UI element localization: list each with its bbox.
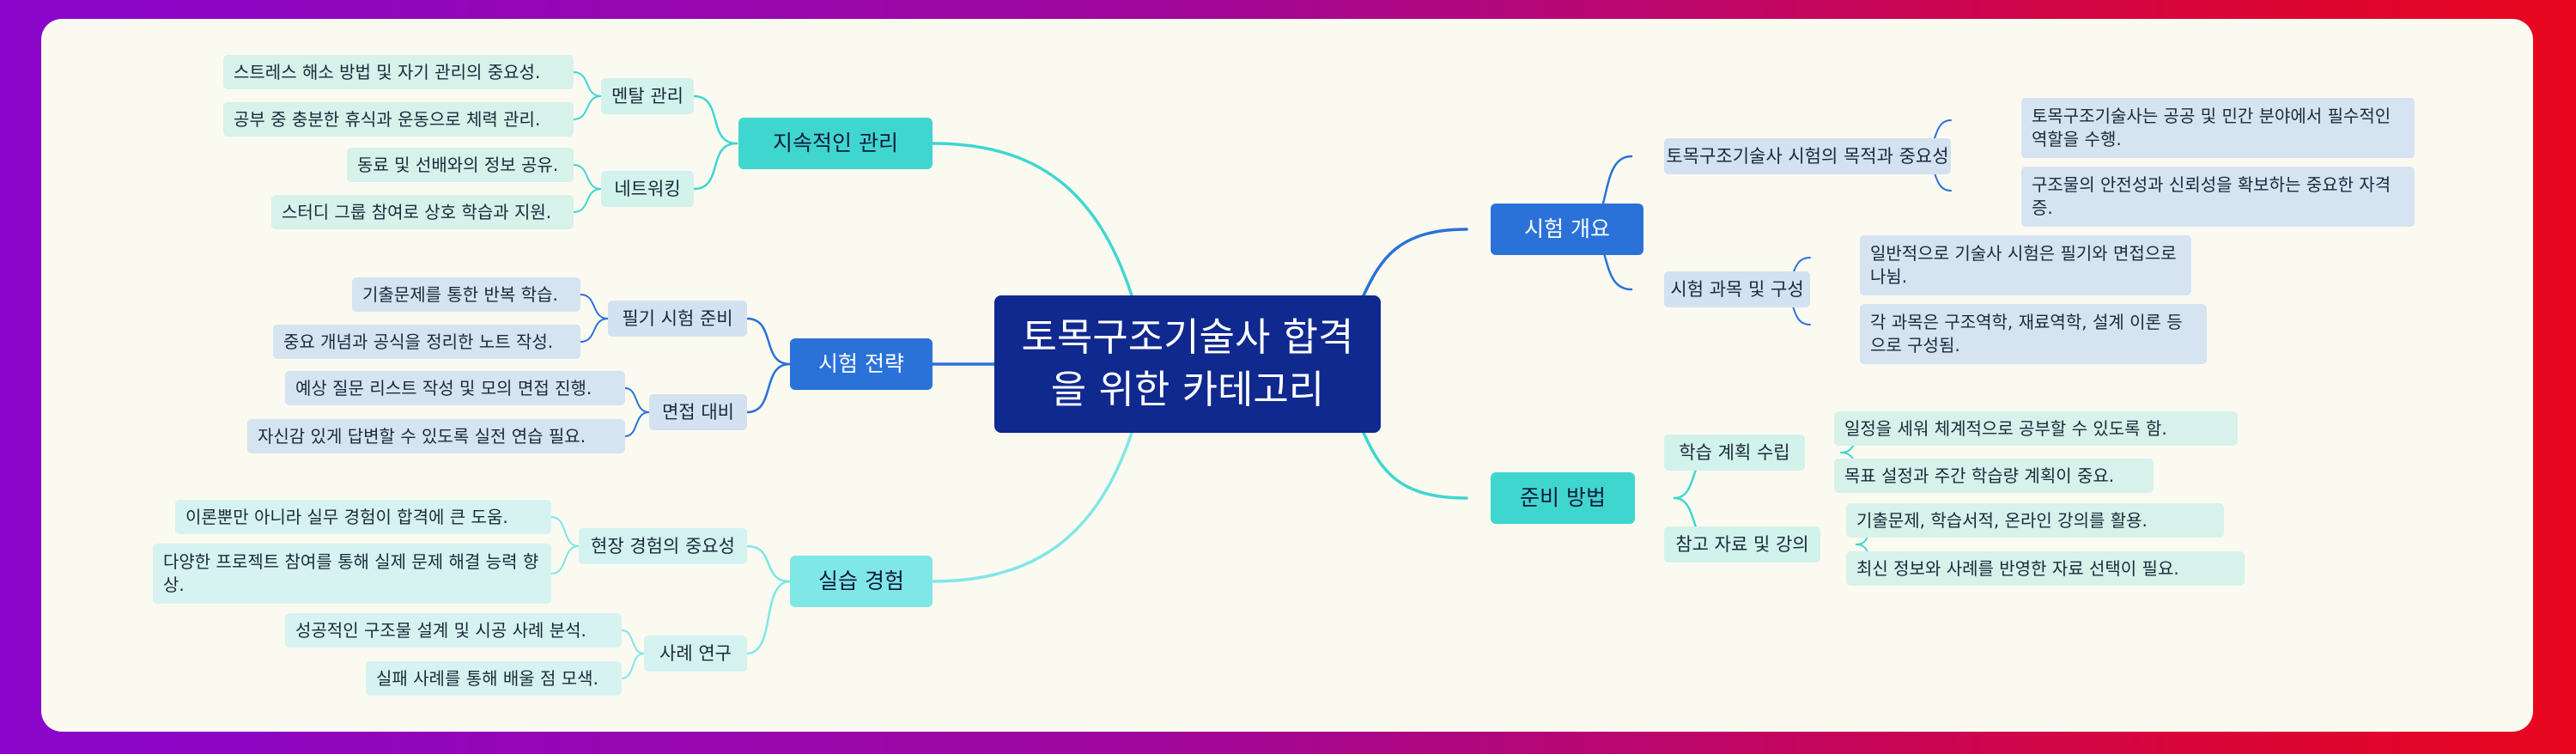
leaf-text: 최신 정보와 사례를 반영한 자료 선택이 필요. — [1856, 557, 2179, 579]
leaf-text: 공부 중 충분한 휴식과 운동으로 체력 관리. — [234, 108, 541, 130]
leaf-prep-3[interactable]: 기출문제, 학습서적, 온라인 강의를 활용. — [1846, 503, 2224, 538]
leaf-prep-2[interactable]: 목표 설정과 주간 학습량 계획이 중요. — [1834, 459, 2154, 493]
leaf-overview-1[interactable]: 토목구조기술사는 공공 및 민간 분야에서 필수적인 역할을 수행. — [2021, 98, 2415, 158]
leaf-text: 이론뿐만 아니라 실무 경험이 합격에 큰 도움. — [185, 506, 508, 527]
leaf-strategy-4[interactable]: 자신감 있게 답변할 수 있도록 실전 연습 필요. — [247, 419, 625, 453]
leaf-text: 동료 및 선배와의 정보 공유. — [357, 154, 559, 175]
leaf-practice-2[interactable]: 다양한 프로젝트 참여를 통해 실제 문제 해결 능력 향상. — [153, 544, 551, 604]
leaf-strategy-1[interactable]: 기출문제를 통한 반복 학습. — [352, 277, 580, 312]
topic-written-prep[interactable]: 필기 시험 준비 — [608, 301, 747, 337]
edge-root-manage — [931, 142, 1133, 297]
mindmap-canvas: 토목구조기술사 합격을 위한 카테고리 시험 개요 토목구조기술사 시험의 목적… — [41, 19, 2533, 732]
topic-label: 시험 과목 및 구성 — [1670, 278, 1804, 300]
branch-label: 준비 방법 — [1520, 485, 1606, 511]
leaf-text: 각 과목은 구조역학, 재료역학, 설계 이론 등으로 구성됨. — [1870, 312, 2183, 356]
leaf-text: 다양한 프로젝트 참여를 통해 실제 문제 해결 능력 향상. — [163, 551, 539, 595]
leaf-overview-2[interactable]: 구조물의 안전성과 신뢰성을 확보하는 중요한 자격증. — [2021, 167, 2415, 227]
leaf-strategy-3[interactable]: 예상 질문 리스트 작성 및 모의 면접 진행. — [285, 371, 625, 405]
leaf-text: 토목구조기술사는 공공 및 민간 분야에서 필수적인 역할을 수행. — [2032, 106, 2391, 149]
topic-label: 네트워킹 — [614, 178, 681, 199]
leaf-overview-4[interactable]: 각 과목은 구조역학, 재료역학, 설계 이론 등으로 구성됨. — [1860, 304, 2207, 364]
edge-root-practice — [931, 431, 1133, 583]
edge-root-overview — [1362, 228, 1468, 297]
topic-label: 면접 대비 — [662, 401, 734, 423]
topic-exam-purpose[interactable]: 토목구조기술사 시험의 목적과 중요성 — [1664, 138, 1951, 174]
leaf-practice-3[interactable]: 성공적인 구조물 설계 및 시공 사례 분석. — [285, 613, 622, 648]
topic-exam-subjects[interactable]: 시험 과목 및 구성 — [1664, 271, 1810, 307]
leaf-text: 스트레스 해소 방법 및 자기 관리의 중요성. — [234, 61, 541, 82]
branch-exam-strategy[interactable]: 시험 전략 — [790, 338, 933, 390]
branch-continuous-care[interactable]: 지속적인 관리 — [738, 118, 933, 169]
leaf-text: 일반적으로 기술사 시험은 필기와 면접으로 나뉨. — [1870, 243, 2177, 287]
topic-field-experience[interactable]: 현장 경험의 중요성 — [579, 528, 747, 564]
leaf-text: 기출문제를 통한 반복 학습. — [362, 283, 558, 305]
leaf-text: 실패 사례를 통해 배울 점 모색. — [376, 667, 598, 689]
topic-label: 현장 경험의 중요성 — [591, 535, 735, 556]
leaf-text: 스터디 그룹 참여로 상호 학습과 지원. — [282, 201, 552, 222]
leaf-text: 예상 질문 리스트 작성 및 모의 면접 진행. — [295, 377, 592, 398]
leaf-text: 기출문제, 학습서적, 온라인 강의를 활용. — [1856, 509, 2148, 531]
branch-label: 시험 개요 — [1524, 216, 1610, 242]
branch-label: 지속적인 관리 — [773, 131, 898, 156]
leaf-prep-4[interactable]: 최신 정보와 사례를 반영한 자료 선택이 필요. — [1846, 551, 2245, 586]
leaf-text: 중요 개념과 공식을 정리한 노트 작성. — [283, 331, 554, 352]
branch-label: 실습 경험 — [818, 569, 904, 594]
leaf-practice-1[interactable]: 이론뿐만 아니라 실무 경험이 합격에 큰 도움. — [175, 500, 551, 534]
topic-case-study[interactable]: 사례 연구 — [644, 635, 747, 672]
topic-mental-care[interactable]: 멘탈 관리 — [601, 78, 694, 114]
topic-label: 토목구조기술사 시험의 목적과 중요성 — [1666, 145, 1949, 167]
topic-label: 사례 연구 — [659, 642, 732, 664]
leaf-prep-1[interactable]: 일정을 세워 체계적으로 공부할 수 있도록 함. — [1834, 411, 2238, 446]
branch-prep-method[interactable]: 준비 방법 — [1491, 472, 1635, 524]
root-label: 토목구조기술사 합격을 위한 카테고리 — [1021, 314, 1354, 412]
leaf-overview-3[interactable]: 일반적으로 기술사 시험은 필기와 면접으로 나뉨. — [1860, 235, 2191, 295]
topic-study-plan[interactable]: 학습 계획 수립 — [1664, 435, 1805, 471]
leaf-manage-1[interactable]: 스트레스 해소 방법 및 자기 관리의 중요성. — [223, 55, 574, 89]
topic-label: 멘탈 관리 — [611, 85, 683, 106]
topic-references[interactable]: 참고 자료 및 강의 — [1664, 526, 1820, 562]
leaf-manage-2[interactable]: 공부 중 충분한 휴식과 운동으로 체력 관리. — [223, 102, 574, 137]
leaf-manage-4[interactable]: 스터디 그룹 참여로 상호 학습과 지원. — [271, 195, 574, 229]
leaf-text: 성공적인 구조물 설계 및 시공 사례 분석. — [295, 619, 586, 641]
branch-exam-overview[interactable]: 시험 개요 — [1491, 204, 1643, 255]
root-node[interactable]: 토목구조기술사 합격을 위한 카테고리 — [994, 295, 1381, 433]
leaf-text: 구조물의 안전성과 신뢰성을 확보하는 중요한 자격증. — [2032, 174, 2391, 218]
leaf-strategy-2[interactable]: 중요 개념과 공식을 정리한 노트 작성. — [273, 325, 580, 359]
topic-interview-prep[interactable]: 면접 대비 — [649, 394, 747, 430]
leaf-text: 자신감 있게 답변할 수 있도록 실전 연습 필요. — [258, 425, 586, 447]
topic-label: 참고 자료 및 강의 — [1675, 533, 1809, 555]
leaf-text: 일정을 세워 체계적으로 공부할 수 있도록 함. — [1844, 417, 2167, 439]
leaf-practice-4[interactable]: 실패 사례를 통해 배울 점 모색. — [366, 661, 622, 696]
leaf-text: 목표 설정과 주간 학습량 계획이 중요. — [1844, 465, 2115, 486]
edge-root-prep — [1362, 431, 1468, 500]
branch-practical-experience[interactable]: 실습 경험 — [790, 556, 933, 607]
topic-networking[interactable]: 네트워킹 — [601, 171, 694, 207]
topic-label: 필기 시험 준비 — [622, 307, 733, 329]
branch-label: 시험 전략 — [818, 351, 904, 377]
topic-label: 학습 계획 수립 — [1679, 441, 1790, 463]
leaf-manage-3[interactable]: 동료 및 선배와의 정보 공유. — [347, 148, 574, 182]
